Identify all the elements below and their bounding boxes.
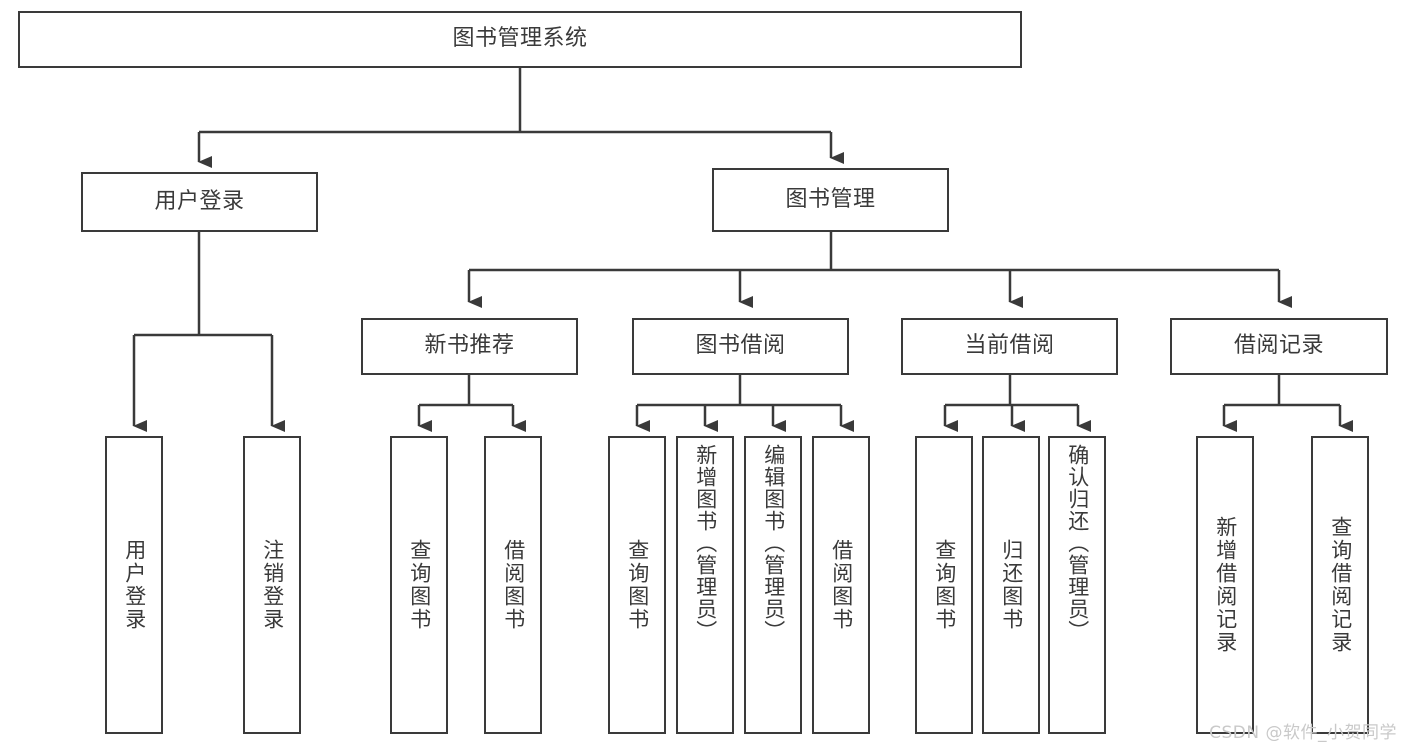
node-book-borrow[interactable]: 图书借阅: [632, 318, 849, 375]
leaf-user-login-login[interactable]: 用户登录: [105, 436, 163, 734]
node-book-borrow-label: 图书借阅: [695, 333, 786, 359]
leaf-current-borrow-query[interactable]: 查询图书: [915, 436, 973, 734]
leaf-book-borrow-add[interactable]: 新增图书（管理员）: [676, 436, 734, 734]
node-book-management-label: 图书管理: [785, 186, 876, 212]
node-borrow-record-label: 借阅记录: [1233, 333, 1324, 359]
leaf-book-borrow-edit[interactable]: 编辑图书（管理员）: [744, 436, 802, 734]
leaf-user-login-logout-label: 注销登录: [260, 539, 285, 631]
leaf-borrow-record-add-label: 新增借阅记录: [1213, 516, 1238, 654]
node-user-login-label: 用户登录: [154, 188, 245, 214]
leaf-current-borrow-confirm-label: 确认归还（管理员）: [1065, 444, 1090, 642]
leaf-current-borrow-return[interactable]: 归还图书: [982, 436, 1040, 734]
csdn-watermark: CSDN @软件_小贺同学: [1209, 723, 1397, 743]
leaf-user-login-logout[interactable]: 注销登录: [243, 436, 301, 734]
node-root-label: 图书管理系统: [452, 26, 588, 52]
leaf-book-borrow-add-label: 新增图书（管理员）: [693, 444, 718, 642]
leaf-book-borrow-borrow[interactable]: 借阅图书: [812, 436, 870, 734]
leaf-new-book-borrow[interactable]: 借阅图书: [484, 436, 542, 734]
node-book-management[interactable]: 图书管理: [712, 168, 949, 232]
leaf-new-book-query-label: 查询图书: [407, 539, 432, 631]
node-root[interactable]: 图书管理系统: [18, 11, 1022, 68]
leaf-borrow-record-add[interactable]: 新增借阅记录: [1196, 436, 1254, 734]
leaf-book-borrow-query-label: 查询图书: [625, 539, 650, 631]
leaf-current-borrow-confirm[interactable]: 确认归还（管理员）: [1048, 436, 1106, 734]
leaf-borrow-record-query[interactable]: 查询借阅记录: [1311, 436, 1369, 734]
node-new-book-recommend-label: 新书推荐: [424, 333, 515, 359]
node-user-login[interactable]: 用户登录: [81, 172, 318, 232]
node-borrow-record[interactable]: 借阅记录: [1170, 318, 1388, 375]
leaf-book-borrow-borrow-label: 借阅图书: [829, 539, 854, 631]
leaf-borrow-record-query-label: 查询借阅记录: [1328, 516, 1353, 654]
node-new-book-recommend[interactable]: 新书推荐: [361, 318, 578, 375]
leaf-user-login-login-label: 用户登录: [122, 539, 147, 631]
leaf-book-borrow-query[interactable]: 查询图书: [608, 436, 666, 734]
leaf-book-borrow-edit-label: 编辑图书（管理员）: [761, 444, 786, 642]
leaf-current-borrow-return-label: 归还图书: [999, 539, 1024, 631]
leaf-new-book-borrow-label: 借阅图书: [501, 539, 526, 631]
leaf-current-borrow-query-label: 查询图书: [932, 539, 957, 631]
leaf-new-book-query[interactable]: 查询图书: [390, 436, 448, 734]
node-current-borrow[interactable]: 当前借阅: [901, 318, 1118, 375]
node-current-borrow-label: 当前借阅: [964, 333, 1055, 359]
